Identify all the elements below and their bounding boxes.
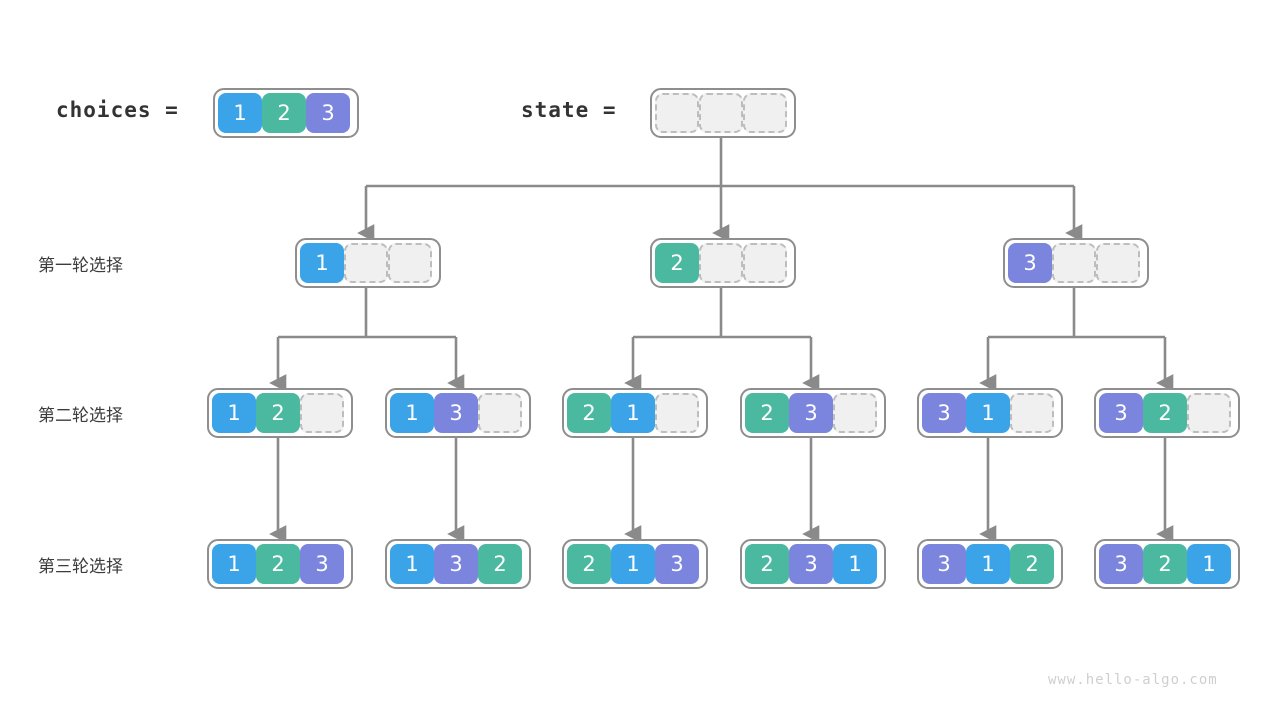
tree-node-n-32-cell-2: 2 <box>1143 393 1187 433</box>
tree-node-n-312-cell-2: 1 <box>966 544 1010 584</box>
tree-node-n-1-cell-1: 1 <box>300 243 344 283</box>
tree-node-n-23-cell-1: 2 <box>745 393 789 433</box>
tree-node-n-23-cell-3-empty <box>833 393 877 433</box>
tree-node-n-12-cell-3-empty <box>300 393 344 433</box>
tree-node-n-12-cell-1: 1 <box>212 393 256 433</box>
state-array-cell-2-empty <box>699 93 743 133</box>
tree-node-n-123-cell-2: 2 <box>256 544 300 584</box>
row-label-round-2: 第二轮选择 <box>38 406 123 426</box>
tree-node-n-31-cell-2: 1 <box>966 393 1010 433</box>
tree-node-n-21-cell-3-empty <box>655 393 699 433</box>
tree-node-n-13-cell-2: 3 <box>434 393 478 433</box>
tree-node-n-1: 1 <box>295 238 441 288</box>
watermark: www.hello-algo.com <box>1048 672 1218 688</box>
tree-node-n-32-cell-3-empty <box>1187 393 1231 433</box>
tree-node-n-32-cell-1: 3 <box>1099 393 1143 433</box>
tree-node-n-2-cell-1: 2 <box>655 243 699 283</box>
tree-node-n-31-cell-3-empty <box>1010 393 1054 433</box>
state-array-cell-3-empty <box>743 93 787 133</box>
tree-node-n-1-cell-2-empty <box>344 243 388 283</box>
choices-array-cell-1: 1 <box>218 93 262 133</box>
choices-array-cell-3: 3 <box>306 93 350 133</box>
tree-node-n-312-cell-3: 2 <box>1010 544 1054 584</box>
tree-node-n-2: 2 <box>650 238 796 288</box>
tree-node-n-132-cell-3: 2 <box>478 544 522 584</box>
tree-node-n-3: 3 <box>1003 238 1149 288</box>
tree-node-n-213-cell-1: 2 <box>567 544 611 584</box>
choices-label: choices = <box>56 98 179 122</box>
tree-node-n-321-cell-1: 3 <box>1099 544 1143 584</box>
tree-node-n-2-cell-2-empty <box>699 243 743 283</box>
tree-node-n-231-cell-3: 1 <box>833 544 877 584</box>
state-label: state = <box>521 98 617 122</box>
tree-node-n-13-cell-3-empty <box>478 393 522 433</box>
tree-node-n-21-cell-2: 1 <box>611 393 655 433</box>
tree-node-n-3-cell-3-empty <box>1096 243 1140 283</box>
tree-node-n-231-cell-1: 2 <box>745 544 789 584</box>
tree-node-n-132-cell-2: 3 <box>434 544 478 584</box>
row-label-round-3: 第三轮选择 <box>38 557 123 577</box>
tree-node-n-13-cell-1: 1 <box>390 393 434 433</box>
state-array-cell-1-empty <box>655 93 699 133</box>
tree-node-n-2-cell-3-empty <box>743 243 787 283</box>
tree-node-n-321-cell-2: 2 <box>1143 544 1187 584</box>
tree-node-n-31-cell-1: 3 <box>922 393 966 433</box>
tree-node-n-213-cell-2: 1 <box>611 544 655 584</box>
tree-node-n-231-cell-2: 3 <box>789 544 833 584</box>
tree-node-n-132-cell-1: 1 <box>390 544 434 584</box>
state-array <box>650 88 796 138</box>
tree-node-n-312-cell-1: 3 <box>922 544 966 584</box>
tree-node-n-123-cell-3: 3 <box>300 544 344 584</box>
tree-node-n-23-cell-2: 3 <box>789 393 833 433</box>
tree-node-n-123-cell-1: 1 <box>212 544 256 584</box>
row-label-round-1: 第一轮选择 <box>38 256 123 276</box>
tree-node-n-3-cell-1: 3 <box>1008 243 1052 283</box>
choices-array-cell-2: 2 <box>262 93 306 133</box>
tree-node-n-1-cell-3-empty <box>388 243 432 283</box>
tree-node-n-21-cell-1: 2 <box>567 393 611 433</box>
tree-node-n-12-cell-2: 2 <box>256 393 300 433</box>
tree-node-n-321-cell-3: 1 <box>1187 544 1231 584</box>
tree-node-n-3-cell-2-empty <box>1052 243 1096 283</box>
tree-node-n-213-cell-3: 3 <box>655 544 699 584</box>
